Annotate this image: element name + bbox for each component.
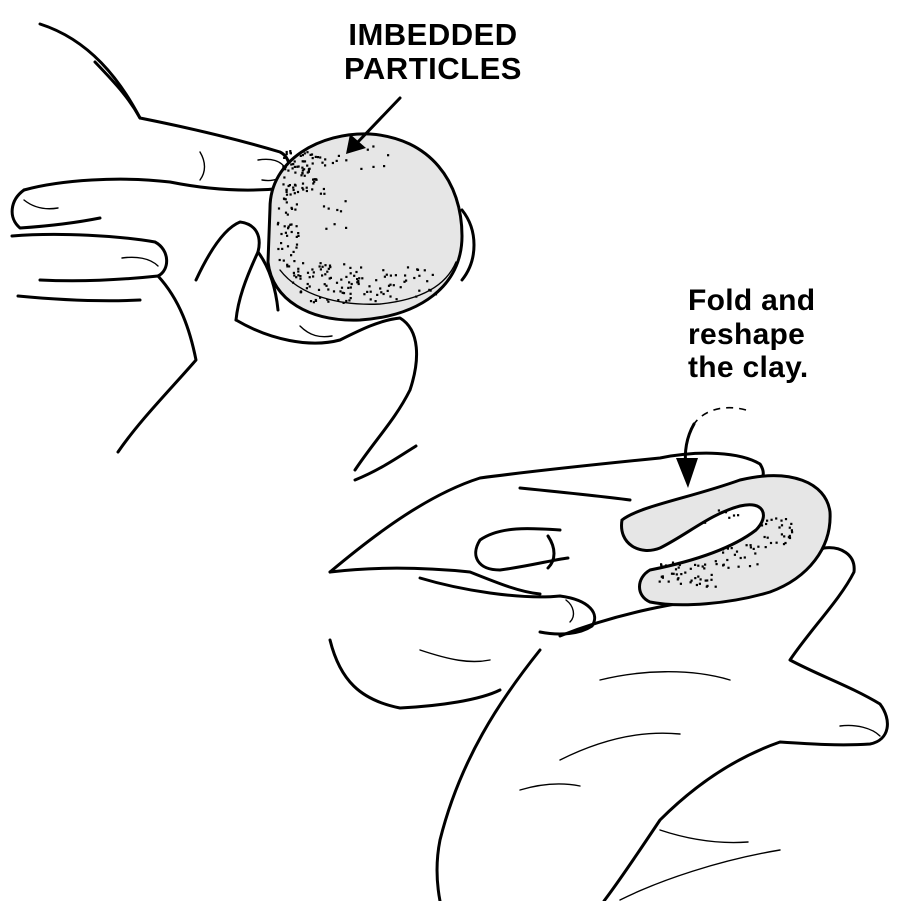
imbedded-particles-label-line-2: PARTICLES [344,51,522,87]
curved-arrow-down-icon [676,406,747,488]
folded-clay [620,474,832,607]
top-hands [10,22,476,482]
imbedded-particles-label: IMBEDDED PARTICLES [318,17,548,87]
imbedded-particles-dots [276,145,438,304]
fold-instruction-line-1: Fold and [688,284,816,317]
arrow-down-left-icon [346,96,402,154]
fold-instruction-label: Fold and reshape the clay. [688,284,888,385]
fold-instruction-line-2: reshape [688,317,806,351]
fold-instruction-line-3: the clay. [688,351,809,385]
clay-ball [266,132,464,322]
imbedded-particles-dots [658,509,794,588]
imbedded-particles-label-line-1: IMBEDDED [348,17,518,52]
